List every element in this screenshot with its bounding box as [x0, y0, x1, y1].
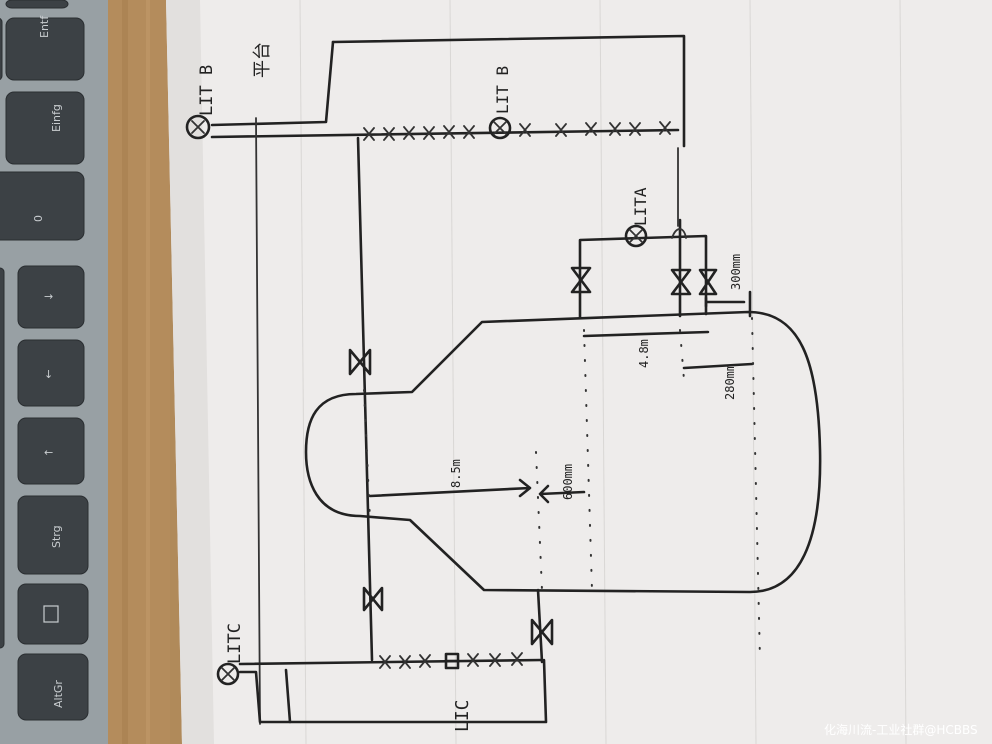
- key-strg: [17, 495, 89, 575]
- valve-left-lower: [362, 586, 384, 612]
- key-label: AltGr: [52, 680, 65, 708]
- upper-lit-line: [210, 128, 680, 139]
- lit-b-mid-instrument: LIT B: [488, 66, 512, 140]
- key: [0, 267, 5, 649]
- valve-lita-mid: [670, 268, 692, 296]
- key-label: Entf: [38, 15, 51, 38]
- key-label: 0: [32, 215, 45, 222]
- watermark: 化海川流-工业社群@HCBBS: [824, 722, 978, 737]
- vessel-outline: [304, 310, 822, 594]
- arrow-down-icon: ↓: [44, 368, 53, 381]
- vessel-bottom-tap: [536, 588, 544, 664]
- key: [5, 0, 69, 9]
- riser-line: [210, 40, 335, 127]
- key: [0, 17, 3, 81]
- lower-lit-line: [238, 658, 544, 666]
- lower-instrument-mark: [444, 652, 460, 670]
- key-0: [0, 171, 85, 241]
- dim-300mm-line: [704, 290, 752, 318]
- bottom-line: [238, 658, 548, 724]
- piping-diagram: LIT B 平台 LIT B LITA LITC LIC 300mm 4.8m …: [185, 34, 822, 732]
- menu-icon: [43, 605, 59, 623]
- dim-300mm-label: 300mm: [729, 254, 743, 290]
- valve-left-upper: [348, 348, 372, 376]
- dim-600mm-label: 600mm: [561, 464, 575, 500]
- key-arrow-left: [17, 417, 85, 485]
- lita-instrument: LITA: [624, 187, 650, 248]
- dim-4-8m-line: [582, 330, 710, 338]
- lita-label: LITA: [631, 187, 650, 226]
- arrow-right-icon: →: [44, 290, 53, 303]
- key-einfg: [5, 91, 85, 165]
- key-label: Einfg: [50, 104, 63, 132]
- valve-lita-right: [698, 268, 718, 296]
- lic-label: LIC: [452, 699, 473, 732]
- litc-label: LITC: [225, 623, 245, 664]
- lit-b-mid-label: LIT B: [493, 66, 512, 114]
- valve-lita-left: [570, 266, 592, 294]
- notebook-paper: [166, 0, 992, 744]
- left-header-line: [356, 136, 374, 662]
- lita-crossover: [671, 147, 687, 239]
- litc-instrument: LITC: [216, 623, 245, 686]
- heat-tracing-lower: [379, 652, 523, 669]
- lit-b-top-label: LIT B: [197, 65, 217, 116]
- dim-280mm-label: 280mm: [723, 364, 737, 400]
- platform-label: 平台: [252, 42, 273, 78]
- dim-8-5m-label: 8.5m: [449, 459, 463, 488]
- dim-4-8m-label: 4.8m: [637, 339, 651, 368]
- valve-bottom: [530, 618, 554, 646]
- desk: [108, 0, 170, 744]
- key-arrow-right: [17, 265, 85, 329]
- key-label: Strg: [50, 525, 63, 548]
- left-vertical-line: [255, 117, 261, 725]
- ref-dotted-5: [751, 317, 761, 661]
- dim-280mm-line: [682, 362, 754, 370]
- dim-600mm-line: [538, 484, 586, 504]
- top-line: [331, 34, 686, 148]
- arrow-left-icon: ←: [44, 446, 53, 459]
- lit-b-top-instrument: LIT B 平台: [185, 42, 273, 140]
- keyboard: Entf Einfg 0 → ↓ ← Strg AltGr: [0, 0, 108, 744]
- key-entf: [5, 17, 85, 81]
- right-vertical-line: [284, 668, 292, 724]
- dim-8-5m-line: [368, 478, 532, 498]
- heat-tracing-upper: [363, 121, 671, 141]
- key-altgr: [17, 653, 89, 721]
- key-arrow-down: [17, 339, 85, 407]
- key-menu: [17, 583, 89, 645]
